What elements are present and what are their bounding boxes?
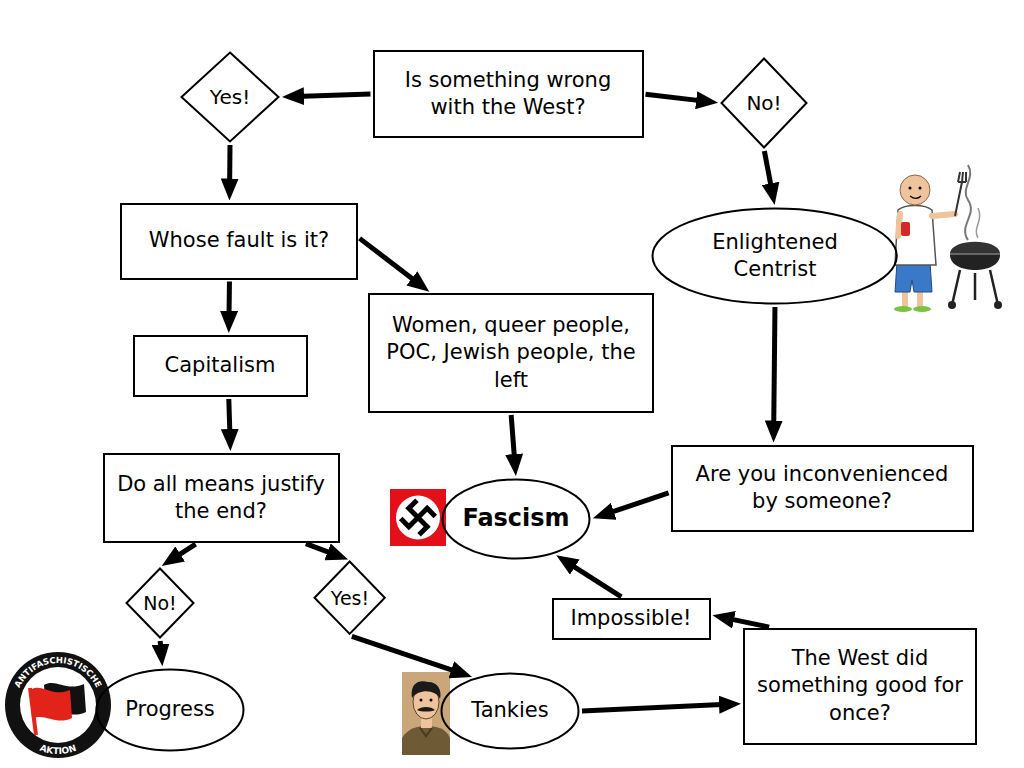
flow-arrow [158,641,164,652]
node-text: No! [746,90,781,116]
process-box: Capitalism [133,335,308,397]
antifa-logo: ANTIFASCHISTISCHE AKTION [5,652,111,758]
ellipse-border [653,209,897,304]
text-group: Yes! [331,586,369,611]
text-group: Progress [125,696,215,723]
flow-arrow [582,704,727,711]
flow-arrow [511,415,515,462]
question-box: Whose fault is it? [120,203,358,280]
flow-arrow [352,636,459,672]
flow-arrow [227,145,232,187]
flow-arrow [306,544,335,555]
question-box: Do all means justify the end? [103,453,340,543]
node-text: Yes! [331,586,369,611]
text-group: No! [746,90,781,116]
node-text: Whose fault is it? [149,227,329,254]
flow-arrow [229,399,230,437]
question-box: Are you inconvenienced by someone? [671,445,974,532]
flow-arrow [606,493,668,514]
node-text: The West did something good for once? [753,645,967,727]
flag-symbol [390,489,446,546]
node-text: Impossible! [570,605,691,632]
diamond-border [315,562,385,634]
outcome-ellipse: Tankies [440,672,580,750]
decision-diamond: Yes! [313,560,386,635]
node-text: Is something wrong with the West? [383,67,634,122]
node-text: Fascism [462,503,569,534]
flow-arrow [645,94,704,101]
decision-diamond: No! [125,567,195,639]
logo-lettering-path: AKTION [39,743,78,756]
portrait-figure [402,672,450,755]
outcome-ellipse: Fascism [441,478,591,560]
node-text: Capitalism [165,352,276,379]
flow-arrow [764,151,772,191]
text-group: Capitalism [165,352,276,379]
text-group: Are you inconvenienced by someone? [681,461,964,516]
text-group: Tankies [471,697,548,724]
node-text: Are you inconvenienced by someone? [681,461,964,516]
flow-arrow [173,544,195,558]
flow-arrow [726,618,769,627]
diamond-border [182,53,279,142]
process-box: Impossible! [552,598,711,640]
node-text: Do all means justify the end? [113,471,330,526]
node-text: Women, queer people, POC, Jewish people,… [378,312,644,394]
flow-arrow [568,563,621,597]
text-group: Fascism [462,503,569,534]
logo-lettering-path: ANTIFASCHISTISCHE [12,655,103,689]
text-group: Yes! [210,84,250,110]
ellipse-border [442,674,579,749]
flow-arrow [774,307,775,429]
flow-arrow [226,282,231,320]
question-box: Is something wrong with the West? [373,50,644,138]
node-text: Enlightened Centrist [676,229,874,284]
text-group: Enlightened Centrist [676,229,874,284]
text-group: Whose fault is it? [149,227,329,254]
diamond-border [127,569,194,638]
logo-lettering: AKTION [39,743,78,756]
logo-lettering: ANTIFASCHISTISCHE [12,655,103,689]
ellipse-border [443,480,590,559]
node-text: No! [143,591,176,616]
flow-arrow [360,238,419,283]
barbecue-man [894,165,1002,312]
node-text: Progress [125,696,215,723]
text-group: The West did something good for once? [753,645,967,727]
text-group: Impossible! [570,605,691,632]
flow-arrow [296,94,371,96]
process-box: Women, queer people, POC, Jewish people,… [368,293,654,413]
diamond-border [722,59,807,148]
decision-diamond: Yes! [180,51,280,143]
node-text: Tankies [471,697,548,724]
question-box: The West did something good for once? [743,628,977,745]
text-group: No! [143,591,176,616]
ellipse-border [97,670,244,751]
decision-diamond: No! [720,57,808,149]
ellipse-outline [651,207,898,305]
node-text: Yes! [210,84,250,110]
outcome-ellipse: Progress [95,668,245,752]
text-group: Is something wrong with the West? [383,67,634,122]
text-group: Do all means justify the end? [113,471,330,526]
text-group: Women, queer people, POC, Jewish people,… [378,312,644,394]
outcome-ellipse: Enlightened Centrist [651,207,898,305]
